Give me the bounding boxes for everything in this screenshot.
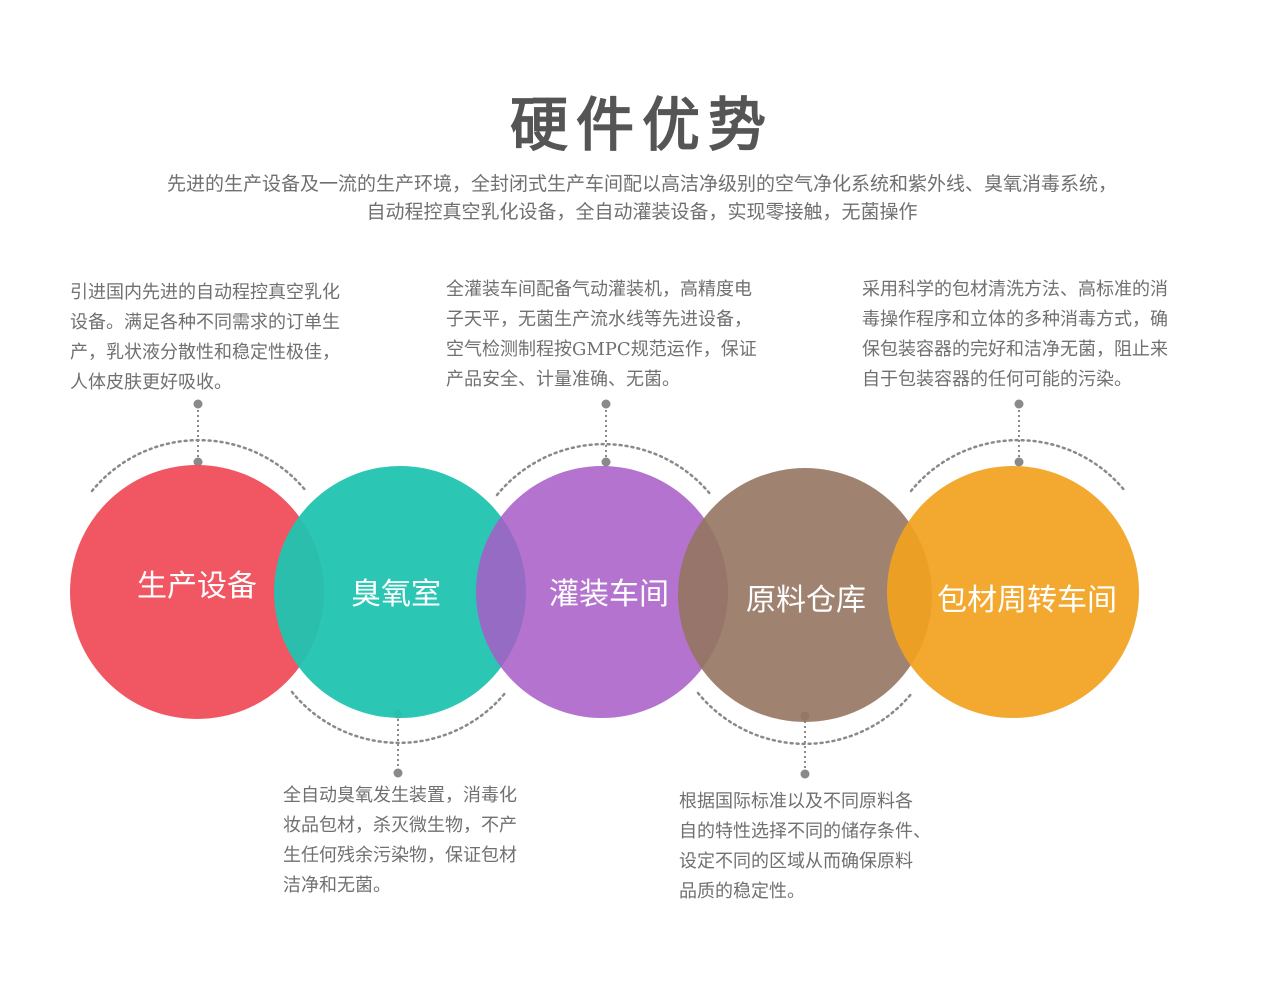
- circle-warehouse: [678, 468, 932, 722]
- arc-ozone: [290, 690, 508, 745]
- description-packaging: 采用科学的包材清洗方法、高标准的消 毒操作程序和立体的多种消毒方式，确 保包装容…: [862, 275, 1168, 395]
- description-line: 全自动臭氧发生装置，消毒化: [283, 785, 517, 806]
- intro-line-1: 先进的生产设备及一流的生产环境，全封闭式生产车间配以高洁净级别的空气净化系统和紫…: [166, 173, 1117, 195]
- dot-warehouse-bottom: [800, 769, 810, 779]
- circle-packaging: [887, 466, 1139, 718]
- description-line: 洁净和无菌。: [283, 875, 391, 896]
- dot-production-bottom: [193, 457, 203, 467]
- arc-filling: [495, 442, 713, 497]
- description-line: 空气检测制程按GMPC规范运作，保证: [446, 339, 757, 360]
- page-title: 硬件优势: [509, 91, 774, 159]
- circle-label-packaging: 包材周转车间: [937, 583, 1117, 618]
- circle-production: [70, 465, 324, 719]
- dot-filling-bottom: [601, 457, 611, 467]
- description-line: 子天平，无菌生产流水线等先进设备，: [446, 309, 752, 330]
- description-line: 妆品包材，杀灭微生物，不产: [283, 815, 517, 836]
- label-group: 生产设备 臭氧室 灌装车间 原料仓库 包材周转车间: [137, 569, 1117, 618]
- description-line: 自的特性选择不同的储存条件、: [679, 821, 931, 842]
- description-warehouse: 根据国际标准以及不同原料各 自的特性选择不同的储存条件、 设定不同的区域从而确保…: [679, 787, 931, 907]
- description-line: 自于包装容器的任何可能的污染。: [862, 369, 1132, 390]
- dot-packaging-top: [1014, 399, 1024, 409]
- description-line: 毒操作程序和立体的多种消毒方式，确: [862, 309, 1168, 330]
- circle-label-production: 生产设备: [137, 569, 257, 604]
- description-line: 产，乳状液分散性和稳定性极佳，: [70, 342, 340, 363]
- description-line: 设定不同的区域从而确保原料: [679, 851, 913, 872]
- description-line: 生任何残余污染物，保证包材: [283, 845, 517, 866]
- dot-filling-top: [601, 399, 611, 409]
- arc-warehouse: [696, 691, 914, 746]
- description-line: 采用科学的包材清洗方法、高标准的消: [862, 279, 1168, 300]
- description-filling: 全灌装车间配备气动灌装机，高精度电 子天平，无菌生产流水线等先进设备， 空气检测…: [446, 275, 757, 395]
- dot-packaging-bottom: [1014, 457, 1024, 467]
- dot-group: [193, 399, 1024, 779]
- description-line: 产品安全、计量准确、无菌。: [446, 369, 680, 390]
- intro-text: 先进的生产设备及一流的生产环境，全封闭式生产车间配以高洁净级别的空气净化系统和紫…: [60, 170, 1224, 226]
- circle-group: [70, 465, 1139, 722]
- circle-ozone: [274, 466, 526, 718]
- circle-label-warehouse: 原料仓库: [746, 583, 866, 618]
- circle-filling: [476, 466, 728, 718]
- description-production: 引进国内先进的自动程控真空乳化 设备。满足各种不同需求的订单生 产，乳状液分散性…: [70, 278, 340, 398]
- dot-ozone-bottom: [393, 768, 403, 778]
- description-line: 保包装容器的完好和洁净无菌，阻止来: [862, 339, 1168, 360]
- description-line: 设备。满足各种不同需求的订单生: [70, 312, 340, 333]
- description-line: 全灌装车间配备气动灌装机，高精度电: [446, 279, 752, 300]
- circle-label-filling: 灌装车间: [549, 577, 669, 612]
- intro-line-2: 自动程控真空乳化设备，全自动灌装设备，实现零接触，无菌操作: [366, 201, 918, 223]
- description-line: 品质的稳定性。: [679, 881, 805, 902]
- dot-production-top: [193, 399, 203, 409]
- circle-label-ozone: 臭氧室: [351, 577, 441, 612]
- description-line: 根据国际标准以及不同原料各: [679, 791, 913, 812]
- description-line: 人体皮肤更好吸收。: [70, 372, 232, 393]
- description-ozone: 全自动臭氧发生装置，消毒化 妆品包材，杀灭微生物，不产 生任何残余污染物，保证包…: [283, 781, 517, 901]
- description-line: 引进国内先进的自动程控真空乳化: [70, 282, 340, 303]
